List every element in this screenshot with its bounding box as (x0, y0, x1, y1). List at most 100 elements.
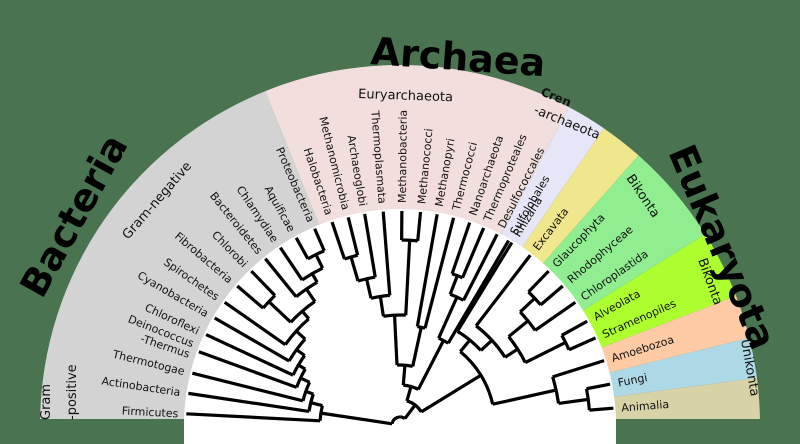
branch (589, 406, 614, 412)
branch (295, 280, 318, 299)
gram-label: Gram (39, 384, 54, 420)
branch (295, 329, 307, 341)
branch (479, 339, 494, 352)
branch (305, 288, 317, 303)
branch (519, 297, 536, 314)
branch (405, 386, 413, 402)
branch (437, 296, 459, 339)
branch (236, 284, 265, 310)
branch (423, 217, 456, 329)
branch (295, 348, 306, 357)
band-fungi (607, 337, 757, 398)
branch (456, 329, 483, 352)
branch (320, 411, 393, 426)
branch (313, 228, 326, 252)
branch (318, 405, 324, 421)
branch (415, 213, 439, 327)
branch (330, 221, 346, 260)
taxon-label: Fungi (617, 371, 649, 389)
branch (191, 371, 304, 403)
band-archaeplastida (541, 155, 706, 312)
branch (552, 359, 605, 379)
branch (378, 296, 385, 317)
branch (524, 341, 567, 364)
branch (213, 316, 290, 363)
branch (264, 257, 298, 298)
branch (448, 275, 459, 295)
branch (279, 246, 304, 281)
branch (534, 300, 577, 332)
taxon-label: Firmicutes (121, 404, 178, 420)
branch (507, 319, 530, 338)
branch (186, 412, 321, 423)
branch (551, 376, 561, 404)
branch (504, 347, 519, 359)
branch (568, 336, 597, 352)
branch (401, 365, 407, 386)
branch (301, 310, 311, 320)
branch (420, 373, 482, 414)
branch (461, 227, 486, 279)
euryarchaeota-label: Euryarchaeota (358, 87, 453, 105)
branch (462, 233, 499, 301)
branch (250, 269, 277, 297)
branch (205, 333, 294, 377)
branch (343, 253, 359, 261)
branch (346, 216, 360, 256)
branch (299, 376, 311, 384)
branch (459, 339, 472, 353)
branch (492, 388, 557, 406)
band-bacteria (40, 91, 320, 438)
branch (474, 254, 532, 327)
branch (365, 278, 373, 299)
branch (294, 237, 310, 260)
branch (416, 211, 423, 242)
branch (396, 363, 414, 368)
band-archaea (265, 65, 570, 237)
branch (560, 334, 571, 351)
inner-bottom (184, 418, 616, 444)
branch (416, 339, 445, 391)
branch (456, 241, 514, 333)
branch (314, 253, 325, 269)
branch (297, 363, 307, 371)
branch (404, 240, 412, 316)
taxon-label: Animalia (621, 398, 670, 415)
branch (539, 284, 564, 307)
taxon-label: Methanobacteria (396, 110, 410, 203)
branch (507, 335, 527, 364)
branch (310, 401, 323, 408)
band-rhizaria (500, 107, 604, 249)
branch (446, 239, 510, 344)
tree-branches (186, 210, 614, 426)
branch (586, 382, 611, 391)
branch (349, 256, 360, 282)
branch (301, 266, 324, 282)
branch (527, 269, 550, 294)
branch (267, 300, 292, 324)
branch (403, 383, 420, 391)
branch (390, 415, 406, 425)
branch (188, 391, 310, 413)
branch (450, 222, 472, 275)
band-chromalveolata (581, 234, 737, 349)
branch (305, 389, 314, 396)
branch (223, 300, 287, 347)
positive-label: -positive (65, 364, 80, 420)
branch (561, 319, 588, 337)
branch (403, 404, 417, 420)
band-excavata (521, 128, 639, 265)
branch (392, 315, 399, 366)
branch (558, 397, 589, 406)
branch (301, 381, 312, 402)
branch (310, 272, 319, 284)
branch (451, 272, 464, 280)
branch (381, 211, 392, 296)
band-amoebozoa (599, 295, 750, 374)
branch (261, 294, 277, 310)
branch (363, 213, 377, 278)
branch (370, 293, 390, 300)
branch (417, 324, 426, 330)
branch (449, 292, 465, 302)
